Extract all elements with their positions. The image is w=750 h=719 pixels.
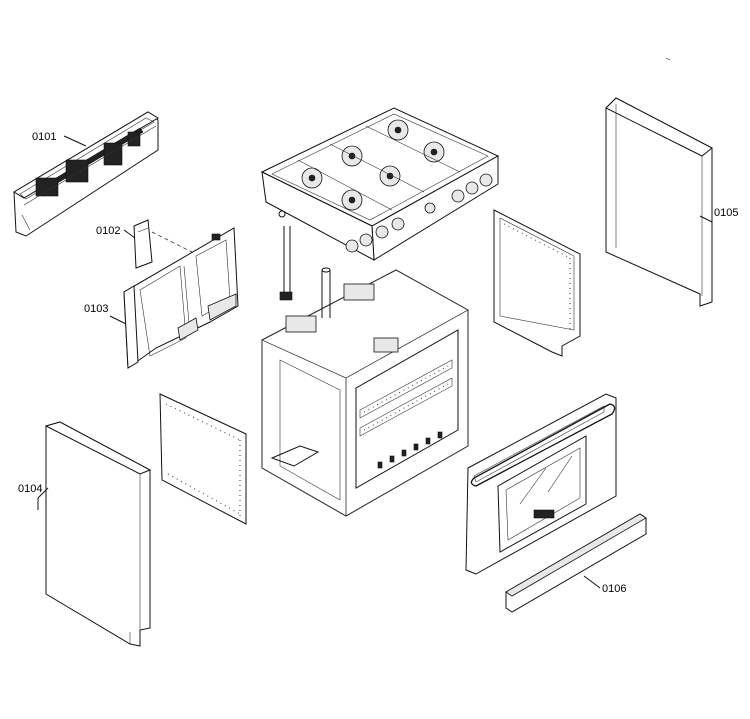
part-inner-side-panel[interactable] — [159, 393, 247, 525]
label-0105: 0105 — [714, 207, 738, 219]
part-0105-right-side-panel[interactable] — [605, 97, 713, 307]
label-0102: 0102 — [96, 225, 120, 237]
part-0102-bracket[interactable] — [133, 219, 153, 269]
label-0101: 0101 — [32, 131, 56, 143]
part-right-inner-panel[interactable] — [493, 209, 581, 357]
part-0101-backguard[interactable] — [13, 111, 159, 237]
part-cooktop[interactable] — [260, 107, 500, 301]
label-0103: 0103 — [84, 303, 108, 315]
label-0106: 0106 — [602, 583, 626, 595]
part-0103-rear-panel[interactable] — [123, 227, 239, 369]
part-0104-left-side-panel[interactable] — [44, 421, 152, 647]
part-oven-body[interactable] — [261, 267, 469, 517]
part-oven-door[interactable] — [465, 393, 617, 575]
part-0106-kick-plate[interactable] — [505, 513, 647, 613]
label-0104: 0104 — [18, 483, 42, 495]
